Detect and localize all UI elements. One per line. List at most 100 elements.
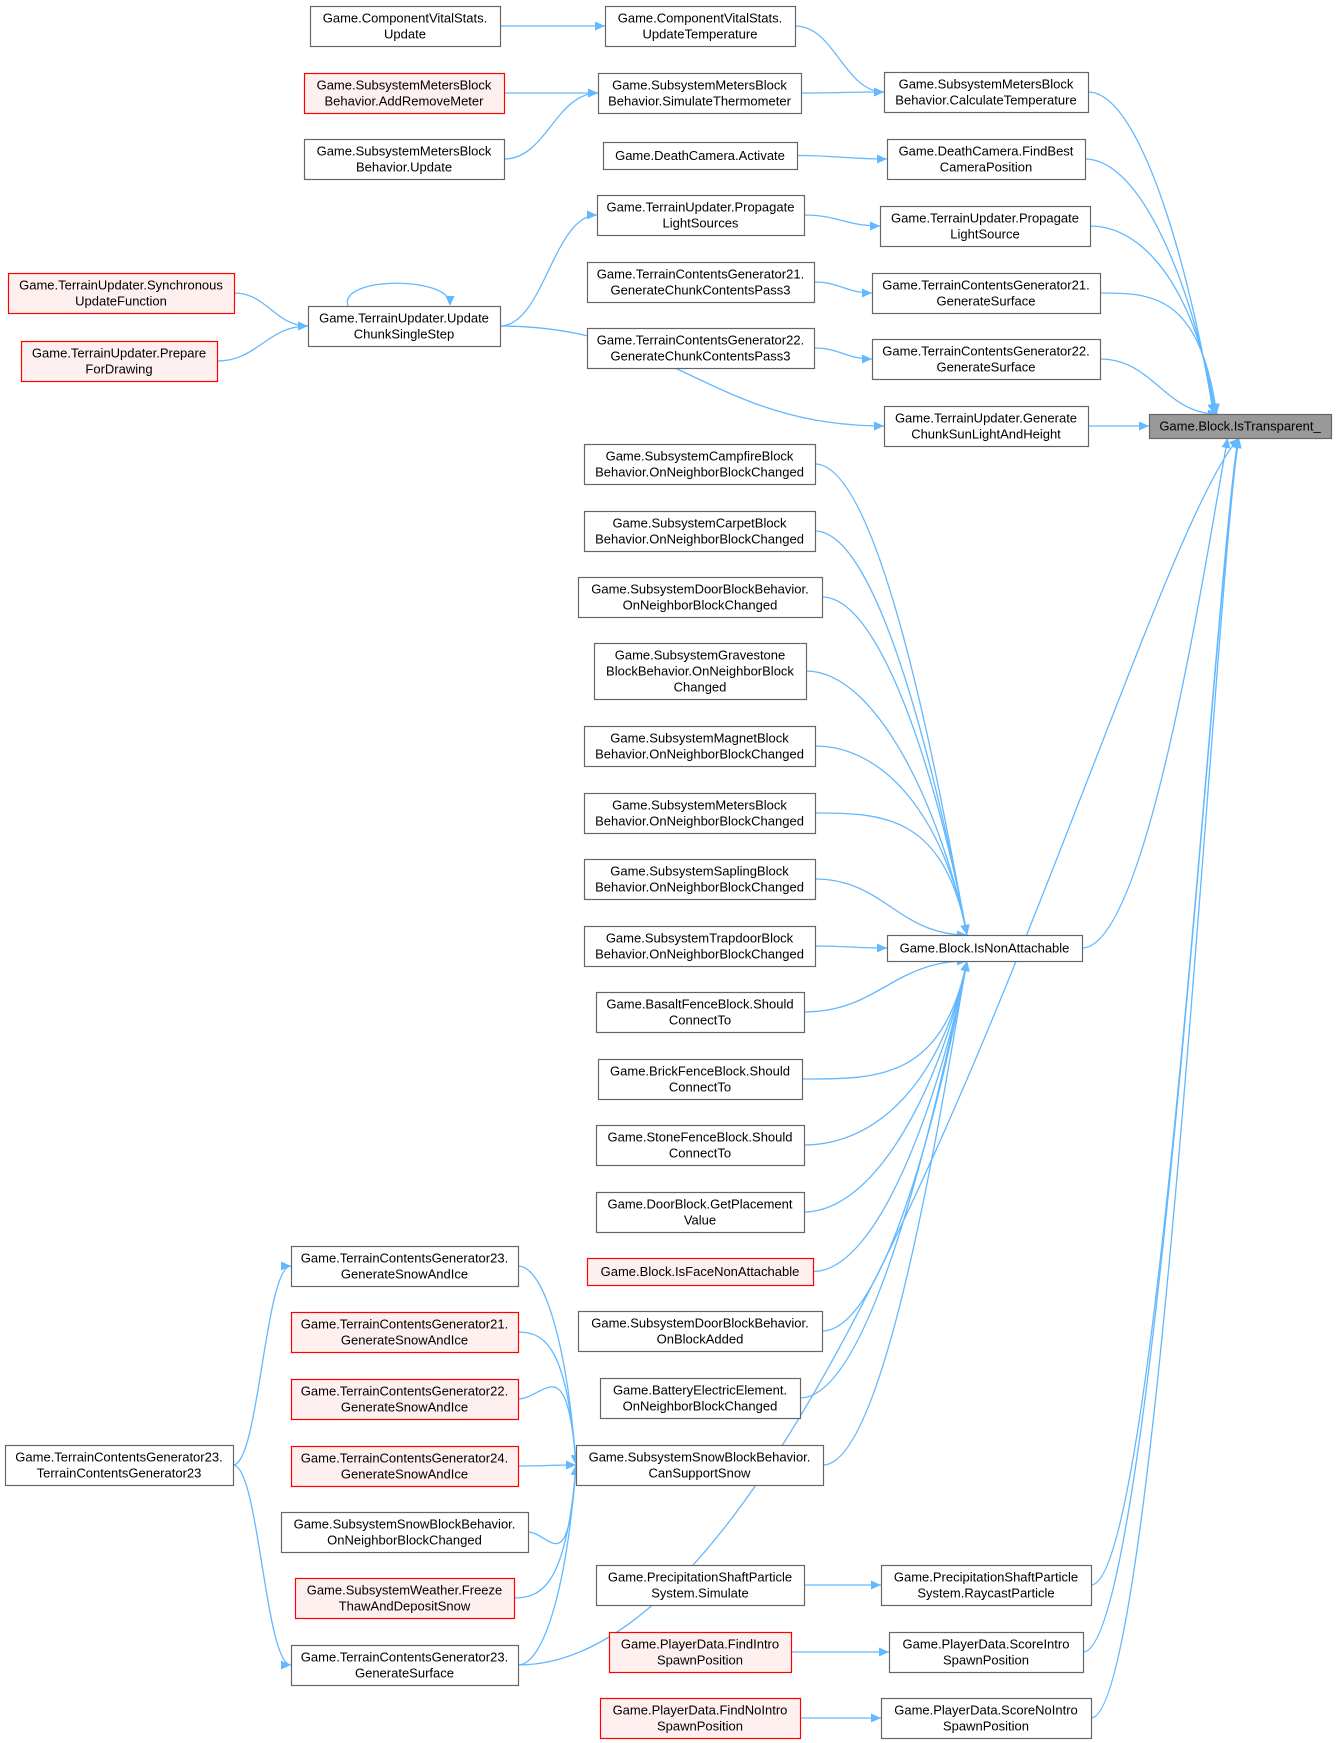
- node-tcg23_snowice[interactable]: Game.TerrainContentsGenerator23.Generate…: [290, 1245, 520, 1288]
- node-tu_updatechunk[interactable]: Game.TerrainUpdater.UpdateChunkSingleSte…: [307, 305, 502, 348]
- edge-arrowhead: [1232, 438, 1242, 449]
- edge-arrowhead: [874, 87, 884, 97]
- node-box: [280, 1511, 530, 1554]
- node-snow_cansupport[interactable]: Game.SubsystemSnowBlockBehavior.CanSuppo…: [575, 1444, 825, 1487]
- node-door_onblockadded[interactable]: Game.SubsystemDoorBlockBehavior.OnBlockA…: [577, 1310, 824, 1353]
- node-cvs_updatetemp[interactable]: Game.ComponentVitalStats.UpdateTemperatu…: [604, 5, 797, 48]
- node-tu_sync[interactable]: Game.TerrainUpdater.SynchronousUpdateFun…: [7, 272, 236, 315]
- node-tcg21_pass3[interactable]: Game.TerrainContentsGenerator21.Generate…: [586, 261, 816, 304]
- edge-line: [232, 1464, 292, 1666]
- node-block_isnonattach[interactable]: Game.Block.IsNonAttachable: [886, 934, 1084, 963]
- node-tcg21_snowice[interactable]: Game.TerrainContentsGenerator21.Generate…: [290, 1311, 520, 1354]
- node-sapling[interactable]: Game.SubsystemSaplingBlockBehavior.OnNei…: [583, 858, 817, 901]
- node-box: [596, 194, 806, 237]
- node-label: Game.TerrainContentsGenerator23.: [15, 1450, 222, 1465]
- node-label: Game.TerrainContentsGenerator21.: [882, 278, 1089, 293]
- node-cvs_update[interactable]: Game.ComponentVitalStats.Update: [309, 5, 502, 48]
- edge-line: [801, 960, 968, 1080]
- node-smb_addremove[interactable]: Game.SubsystemMetersBlockBehavior.AddRem…: [303, 72, 506, 115]
- edge-line: [821, 596, 968, 936]
- edge-cvs_update-to-cvs_updatetemp: [500, 21, 605, 31]
- node-label: Update: [384, 27, 426, 42]
- edge-pd_findintro-to-pd_scoreintro: [790, 1647, 889, 1657]
- edge-line: [503, 92, 599, 160]
- node-pd_scorenointro[interactable]: Game.PlayerData.ScoreNoIntroSpawnPositio…: [880, 1697, 1093, 1740]
- node-snow_onnbc[interactable]: Game.SubsystemSnowBlockBehavior.OnNeighb…: [280, 1511, 530, 1554]
- node-door_onnbc[interactable]: Game.SubsystemDoorBlockBehavior.OnNeighb…: [577, 576, 824, 619]
- node-block_istransparent[interactable]: Game.Block.IsTransparent_: [1148, 413, 1333, 440]
- node-battery[interactable]: Game.BatteryElectricElement.OnNeighborBl…: [599, 1377, 802, 1420]
- node-smb_simulate[interactable]: Game.SubsystemMetersBlockBehavior.Simula…: [597, 72, 803, 115]
- edge-smb_update-to-smb_simulate: [503, 88, 599, 160]
- node-tcg22_snowice[interactable]: Game.TerrainContentsGenerator22.Generate…: [290, 1378, 520, 1421]
- node-label: Game.BrickFenceBlock.Should: [610, 1064, 790, 1079]
- node-label: Game.SubsystemMetersBlock: [612, 78, 787, 93]
- node-smb_calctemp[interactable]: Game.SubsystemMetersBlockBehavior.Calcul…: [883, 71, 1090, 114]
- node-box: [577, 1310, 824, 1353]
- node-box: [577, 576, 824, 619]
- node-box: [595, 1124, 806, 1167]
- edge-line: [216, 325, 309, 362]
- node-label: GenerateChunkContentsPass3: [611, 283, 791, 298]
- node-precip_raycast[interactable]: Game.PrecipitationShaftParticleSystem.Ra…: [880, 1564, 1093, 1607]
- node-weather_freeze[interactable]: Game.SubsystemWeather.FreezeThawAndDepos…: [294, 1577, 516, 1620]
- node-label: ThawAndDepositSnow: [339, 1599, 471, 1614]
- edge-arrowhead: [1139, 421, 1149, 431]
- edge-precip_raycast-to-block_istransparent: [1090, 437, 1241, 1586]
- node-label: Game.SubsystemDoorBlockBehavior.: [591, 1316, 808, 1331]
- node-magnet[interactable]: Game.SubsystemMagnetBlockBehavior.OnNeig…: [583, 725, 817, 768]
- node-dc_activate[interactable]: Game.DeathCamera.Activate: [602, 141, 799, 171]
- node-label: GenerateSurface: [936, 360, 1035, 375]
- node-block_isfacenonattach[interactable]: Game.Block.IsFaceNonAttachable: [586, 1257, 815, 1287]
- node-tcg22_surface[interactable]: Game.TerrainContentsGenerator22.Generate…: [871, 338, 1102, 381]
- node-label: Game.TerrainUpdater.Prepare: [32, 346, 206, 361]
- node-tu_gensun[interactable]: Game.TerrainUpdater.GenerateChunkSunLigh…: [883, 405, 1090, 448]
- node-precip_simulate[interactable]: Game.PrecipitationShaftParticleSystem.Si…: [595, 1564, 806, 1607]
- edge-tu_updatechunk-to-tu_propsources: [499, 210, 598, 327]
- node-label: UpdateTemperature: [643, 27, 758, 42]
- node-carpet[interactable]: Game.SubsystemCarpetBlockBehavior.OnNeig…: [583, 510, 817, 553]
- node-tcg23_surface[interactable]: Game.TerrainContentsGenerator23.Generate…: [290, 1644, 520, 1687]
- node-tcg24_snowice[interactable]: Game.TerrainContentsGenerator24.Generate…: [290, 1445, 520, 1488]
- node-label: GenerateSnowAndIce: [341, 1267, 468, 1282]
- node-box: [290, 1245, 520, 1288]
- node-label: ConnectTo: [669, 1013, 731, 1028]
- node-label: Game.TerrainContentsGenerator22.: [301, 1384, 508, 1399]
- node-label: GenerateSurface: [936, 294, 1035, 309]
- node-label: CameraPosition: [940, 160, 1033, 175]
- edge-pd_findnointro-to-pd_scorenointro: [800, 1713, 881, 1723]
- node-label: ForDrawing: [85, 362, 152, 377]
- node-box: [597, 1058, 804, 1101]
- node-label: Game.SubsystemCarpetBlock: [612, 516, 787, 531]
- node-box: [575, 1444, 825, 1487]
- node-label: Game.PlayerData.FindIntro: [621, 1637, 779, 1652]
- node-box: [4, 1444, 235, 1487]
- node-label: ChunkSingleStep: [354, 327, 454, 342]
- edge-trapdoor-to-block_isnonattach: [814, 943, 888, 953]
- node-tcg23_ctor[interactable]: Game.TerrainContentsGenerator23.TerrainC…: [4, 1444, 235, 1487]
- edge-line: [803, 960, 968, 1013]
- edge-tu_updatechunk-to-tu_gensun: [499, 325, 885, 431]
- node-gravestone[interactable]: Game.SubsystemGravestoneBlockBehavior.On…: [593, 642, 808, 701]
- node-tu_propsources[interactable]: Game.TerrainUpdater.PropagateLightSource…: [596, 194, 806, 237]
- node-tcg21_surface[interactable]: Game.TerrainContentsGenerator21.Generate…: [871, 272, 1102, 315]
- node-meters_onnbc[interactable]: Game.SubsystemMetersBlockBehavior.OnNeig…: [583, 792, 817, 835]
- node-box: [880, 1697, 1093, 1740]
- node-box: [1148, 413, 1333, 440]
- edge-arrowhead: [879, 1647, 889, 1657]
- node-trapdoor[interactable]: Game.SubsystemTrapdoorBlockBehavior.OnNe…: [583, 925, 817, 968]
- node-campfire[interactable]: Game.SubsystemCampfireBlockBehavior.OnNe…: [583, 443, 817, 486]
- node-label: Game.SubsystemSnowBlockBehavior.: [294, 1517, 516, 1532]
- node-tcg22_pass3[interactable]: Game.TerrainContentsGenerator22.Generate…: [586, 327, 816, 370]
